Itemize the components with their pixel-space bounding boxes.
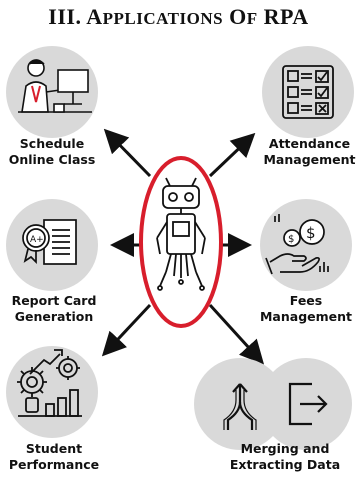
node-performance <box>6 346 98 438</box>
performance-gears-icon <box>17 349 82 417</box>
center-robot <box>139 156 223 328</box>
node-fees: $ $ <box>260 199 352 291</box>
svg-text:$: $ <box>306 224 316 242</box>
money-hand-icon: $ $ <box>265 214 329 275</box>
svg-text:A+: A+ <box>30 235 44 245</box>
report-card-icon: A+ <box>22 219 77 265</box>
arrow-to-attendance <box>208 132 256 178</box>
arrow-to-merging <box>208 303 265 365</box>
robot-icon <box>156 177 206 291</box>
node-schedule <box>6 46 98 138</box>
teacher-at-computer-icon <box>18 59 92 113</box>
arrow-to-performance <box>101 303 152 357</box>
svg-text:$: $ <box>288 234 294 245</box>
export-icon <box>288 382 328 426</box>
node-report: A+ <box>6 199 98 291</box>
checklist-icon <box>282 65 334 119</box>
merge-icon <box>223 383 257 430</box>
center-ring <box>139 156 223 328</box>
node-attendance <box>262 46 354 138</box>
connector-arrows <box>101 128 265 365</box>
node-merging <box>194 358 352 450</box>
arrow-to-schedule <box>103 128 152 178</box>
page-title: III. APPLICATIONS OF RPA <box>48 4 309 29</box>
